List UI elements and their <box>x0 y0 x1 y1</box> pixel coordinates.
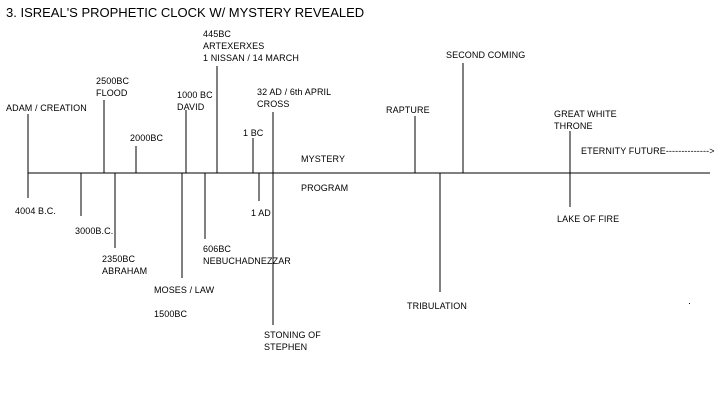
label-1ad: 1 AD <box>251 208 271 218</box>
label-nebuchadnezzar: 606BC NEBUCHADNEZZAR <box>203 244 291 266</box>
label-flood: 2500BC FLOOD <box>96 76 130 98</box>
label-eternity-future: ETERNITY FUTURE--------------> <box>581 146 715 156</box>
label-lake-of-fire: LAKE OF FIRE <box>557 214 620 224</box>
label-artexerxes: 445BC ARTEXERXES 1 NISSAN / 14 MARCH <box>203 29 299 63</box>
label-3000bc: 3000B.C. <box>75 226 114 236</box>
label-second-coming: SECOND COMING <box>446 50 526 60</box>
label-tribulation: TRIBULATION <box>407 301 467 311</box>
label-moses-law: MOSES / LAW 1500BC <box>154 285 215 319</box>
label-great-white-throne: GREAT WHITE THRONE <box>554 109 617 131</box>
label-cross: 32 AD / 6th APRIL CROSS <box>257 87 332 109</box>
stray-dot <box>689 303 690 304</box>
label-mystery: MYSTERY <box>301 154 346 164</box>
label-4004bc: 4004 B.C. <box>15 206 56 216</box>
label-program: PROGRAM <box>301 183 349 193</box>
label-stoning-of-stephen: STONING OF STEPHEN <box>264 330 321 352</box>
diagram-title: 3. ISREAL'S PROPHETIC CLOCK W/ MYSTERY R… <box>6 5 365 20</box>
label-rapture: RAPTURE <box>386 105 430 115</box>
label-david: 1000 BC DAVID <box>177 90 213 112</box>
label-adam-creation: ADAM / CREATION <box>6 103 87 113</box>
label-abraham: 2350BC ABRAHAM <box>102 254 148 276</box>
label-1bc: 1 BC <box>243 128 264 138</box>
label-2000bc: 2000BC <box>130 133 164 143</box>
